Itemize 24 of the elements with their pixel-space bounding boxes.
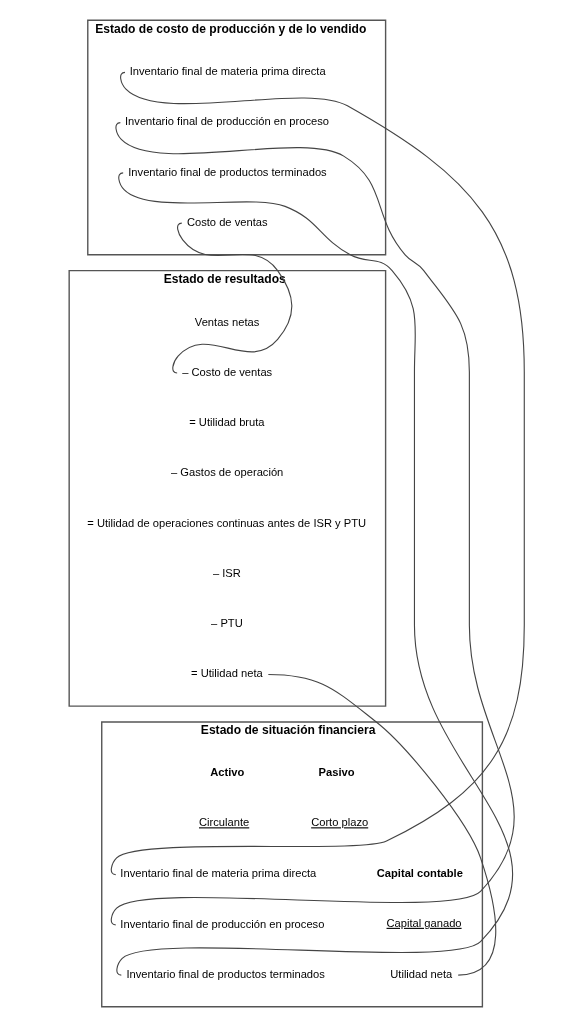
connector [171,222,292,374]
node-text: Pasivo [318,766,355,779]
node-text: = Utilidad bruta [188,416,265,429]
node-text: = Utilidad de operaciones continuas antes de ISR y PTU [86,516,366,529]
node-text: Corto plazo [310,816,368,829]
node-text: Capital contable [376,866,463,879]
node-text: Utilidad neta [389,968,452,981]
node-text: Circulante [198,816,249,829]
node-text: – ISR [212,566,241,579]
node-text: Inventario final de productos terminados [125,968,325,981]
node-text: Capital ganado [386,916,462,929]
node-text: Inventario final de productos terminados [127,165,327,178]
node-text: = Utilidad neta [190,667,263,680]
node-text: Ventas netas [194,315,259,328]
node-text: – PTU [210,617,243,630]
node-text: Inventario final de materia prima directa [129,65,326,78]
node-text: Inventario final de producción en proceso [119,917,324,930]
connector [267,673,496,976]
node-text: Inventario final de producción en proceso [124,115,329,128]
node-text: – Gastos de operación [170,466,283,479]
node-text: Costo de ventas [186,216,268,229]
node-text: Inventario final de materia prima directa [119,867,316,880]
node-text: – Costo de ventas [181,365,272,378]
node-text: Activo [209,766,244,779]
